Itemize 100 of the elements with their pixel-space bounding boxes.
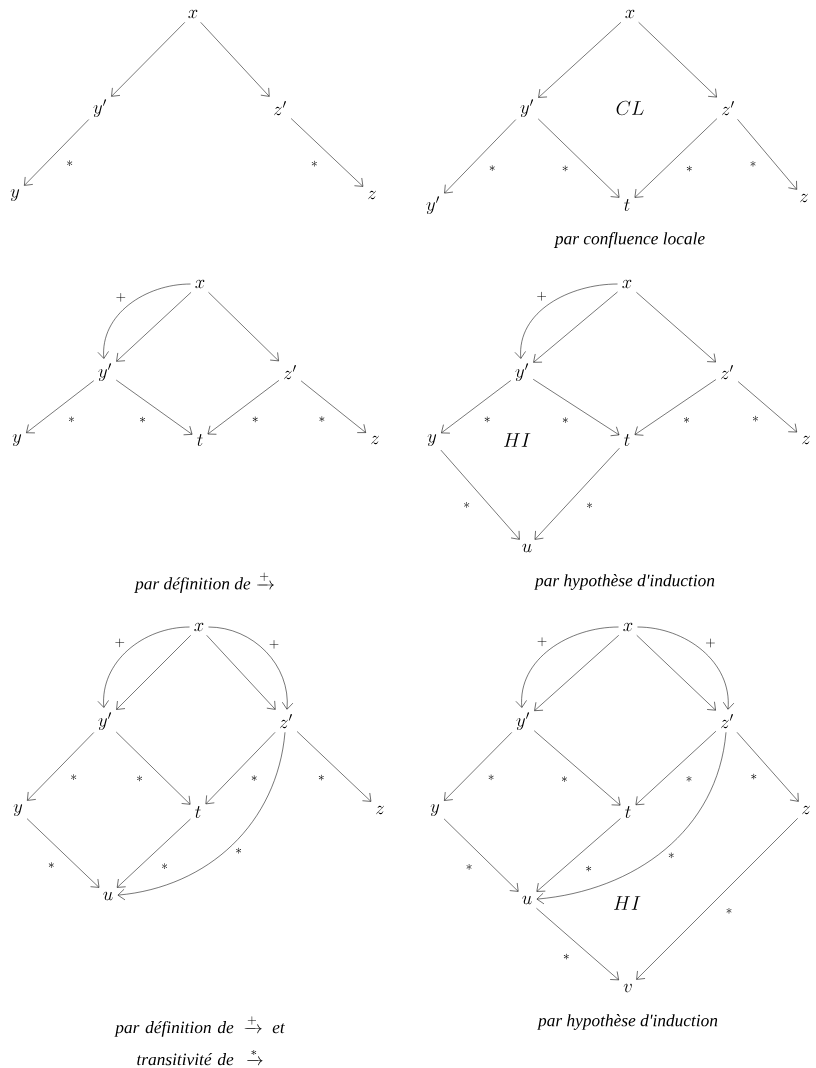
- arrow: [115, 379, 193, 436]
- edge-label: $*$: [140, 416, 146, 423]
- arrow: [207, 380, 280, 435]
- math-variable: $y'$: [98, 363, 112, 381]
- math-variable: $v$: [623, 983, 632, 993]
- arrow: [440, 449, 520, 540]
- math-variable: $z$: [376, 805, 384, 815]
- math-variable: $z'$: [274, 100, 286, 116]
- math-variable: $t$: [624, 434, 630, 446]
- arrow: [532, 379, 620, 436]
- math-variable: $y$: [10, 188, 20, 201]
- arrow: [27, 732, 95, 801]
- edge-label: $*$: [71, 774, 77, 781]
- edge-label: $*$: [319, 416, 325, 422]
- arrow: [444, 119, 517, 194]
- math-variable: $z'$: [280, 713, 292, 729]
- edge-label: $+$: [706, 638, 715, 648]
- math-variable: $z$: [800, 193, 808, 203]
- arrow: [533, 730, 621, 806]
- edge-label: $*$: [466, 864, 472, 870]
- arrow: [538, 22, 622, 98]
- edge-label: $+$: [116, 292, 126, 302]
- math-variable: $u$: [522, 895, 532, 905]
- arrow: [537, 118, 620, 198]
- curved-arrow: [97, 283, 191, 359]
- arrow: [200, 22, 270, 97]
- edge-label: $*$: [464, 502, 470, 508]
- math-variable: $x$: [625, 9, 635, 19]
- edge-label: $*$: [252, 416, 258, 423]
- math-variable: $y$: [430, 803, 440, 816]
- edge-label: $*$: [686, 165, 692, 172]
- caption: par hypothèse d'induction: [534, 574, 715, 590]
- math-variable: $y'$: [98, 712, 112, 730]
- arrow: [116, 292, 192, 362]
- math-variable: $y'$: [93, 99, 107, 117]
- edge-label: $*$: [318, 774, 324, 781]
- curved-arrow: [97, 626, 190, 708]
- math-variable: $t$: [625, 806, 631, 818]
- arrow: [26, 818, 100, 888]
- curved-arrow: [117, 732, 286, 901]
- math-variable: $z$: [802, 805, 810, 815]
- curved-arrow: [536, 732, 727, 905]
- math-variable: $z$: [368, 190, 376, 200]
- math-variable: $x$: [194, 622, 204, 632]
- arrow: [116, 635, 191, 710]
- arrow: [636, 635, 716, 711]
- region-label: $HI$: [613, 896, 641, 910]
- arrow: [635, 730, 717, 806]
- arrow: [534, 635, 619, 711]
- edge-label: $*$: [48, 862, 54, 868]
- edge-label: $*$: [562, 165, 568, 172]
- math-variable: $z'$: [720, 364, 733, 380]
- arrow: [636, 292, 716, 363]
- arrow: [111, 22, 186, 97]
- arrow: [290, 118, 364, 187]
- edge-label: $*$: [751, 773, 757, 780]
- edge-label: $*$: [251, 775, 257, 781]
- arrow: [634, 118, 718, 198]
- math-variable: $y$: [427, 433, 437, 446]
- arrow: [737, 119, 797, 190]
- math-variable: $y'$: [515, 363, 529, 381]
- math-variable: $y$: [13, 803, 23, 816]
- math-variable: $y'$: [426, 196, 440, 214]
- edge-label: $+$: [537, 637, 547, 647]
- edge-label: $*$: [686, 775, 692, 782]
- arrow: [206, 635, 276, 710]
- edge-label: $*$: [488, 774, 494, 781]
- arrow: [636, 818, 798, 980]
- math-variable: $z'$: [284, 364, 296, 380]
- math-variable: $t$: [195, 806, 201, 818]
- edge-label: $*$: [668, 852, 674, 859]
- arrow: [736, 732, 799, 802]
- edge-label: $*$: [750, 160, 756, 167]
- edge-label: $*$: [68, 416, 74, 423]
- edge-label: $*$: [137, 775, 143, 782]
- arrow: [737, 381, 797, 433]
- edge-label: $+$: [115, 638, 125, 648]
- arrow: [115, 731, 191, 805]
- edge-label: $+$: [269, 639, 279, 649]
- curved-arrow: [515, 626, 619, 708]
- arrow: [536, 908, 619, 981]
- math-variable: $z'$: [720, 713, 733, 729]
- arrow: [441, 380, 512, 434]
- math-variable: $t$: [197, 434, 203, 446]
- edge-label: $*$: [726, 907, 732, 914]
- math-variable: $z'$: [722, 100, 734, 116]
- edge-label: $*$: [563, 953, 569, 960]
- curved-arrow: [208, 626, 294, 710]
- curved-arrow: [637, 626, 735, 710]
- arrow: [533, 291, 618, 363]
- edge-label: $*$: [684, 417, 690, 423]
- edge-label: $*$: [586, 865, 592, 872]
- math-variable: $u$: [103, 891, 113, 901]
- math-variable: $x$: [188, 9, 198, 19]
- math-variable: $x$: [622, 279, 632, 289]
- edge-label: $*$: [562, 417, 568, 423]
- edge-label: $*$: [489, 165, 495, 171]
- arrow: [205, 732, 276, 805]
- arrow: [634, 379, 717, 436]
- edge-label: $*$: [752, 415, 758, 422]
